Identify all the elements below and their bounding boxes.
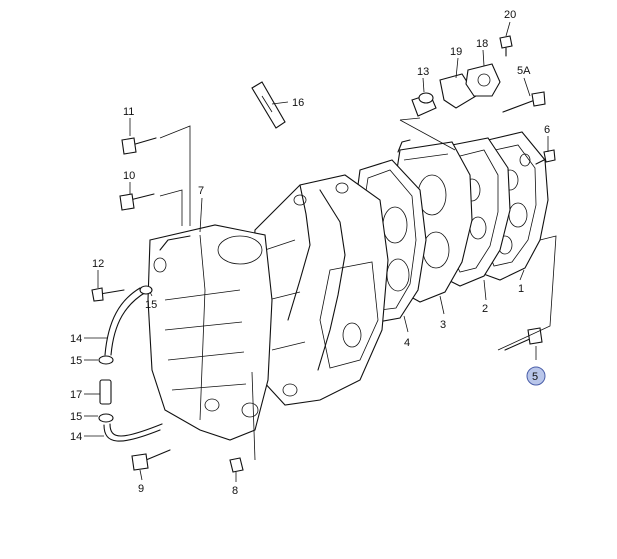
- label-15-lower: 15: [70, 411, 82, 423]
- part-6-bolt[interactable]: [535, 149, 556, 165]
- part-20-bolt[interactable]: [499, 35, 513, 57]
- label-18: 18: [476, 38, 488, 50]
- part-5-bolt[interactable]: [504, 327, 543, 351]
- cylinder-block[interactable]: [249, 174, 389, 406]
- label-11: 11: [123, 106, 134, 118]
- label-6: 6: [544, 124, 550, 136]
- label-12: 12: [92, 258, 104, 270]
- part-10-bolt[interactable]: [119, 193, 155, 211]
- part-15-clamp-top[interactable]: [139, 285, 153, 295]
- part-18-housing[interactable]: [465, 63, 501, 97]
- label-15-upper: 15: [70, 355, 82, 367]
- label-2: 2: [482, 303, 488, 315]
- part-14-hose-lower[interactable]: [103, 423, 163, 442]
- highlight-circle: [526, 366, 546, 386]
- label-14-lower: 14: [70, 431, 82, 443]
- label-8: 8: [232, 485, 238, 497]
- part-14-hose-upper[interactable]: [104, 287, 147, 356]
- part-12-bolt[interactable]: [91, 287, 125, 302]
- label-15-top: 15: [145, 299, 157, 311]
- part-16-link[interactable]: [251, 81, 286, 129]
- part-8-nut[interactable]: [229, 457, 244, 473]
- label-7: 7: [198, 185, 204, 197]
- part-11-bolt[interactable]: [121, 137, 157, 155]
- label-3: 3: [440, 319, 446, 331]
- callout-5-highlighted[interactable]: 5: [526, 366, 546, 386]
- label-10: 10: [123, 170, 135, 182]
- label-13: 13: [417, 66, 429, 78]
- part-15-clamp-lower[interactable]: [98, 413, 114, 423]
- label-20: 20: [504, 9, 516, 21]
- part-17-connector[interactable]: [99, 379, 112, 405]
- part-9-bolt[interactable]: [131, 449, 171, 471]
- label-9: 9: [138, 483, 144, 495]
- label-19: 19: [450, 46, 462, 58]
- label-14-upper: 14: [70, 333, 82, 345]
- leader-lines: [84, 21, 557, 482]
- part-15-clamp-upper[interactable]: [98, 355, 114, 365]
- part-5a-bolt[interactable]: [502, 91, 546, 113]
- label-17: 17: [70, 389, 82, 401]
- label-4: 4: [404, 337, 410, 349]
- crankcase[interactable]: [147, 224, 273, 441]
- label-1: 1: [518, 283, 524, 295]
- callout-labels: 20 19 18 13 5A 6 16 11 10 7 12 15 14 15 …: [70, 9, 550, 497]
- label-5: 5: [532, 371, 538, 383]
- label-5a: 5A: [517, 65, 531, 77]
- part-13-fitting[interactable]: [411, 92, 437, 117]
- label-16: 16: [292, 97, 304, 109]
